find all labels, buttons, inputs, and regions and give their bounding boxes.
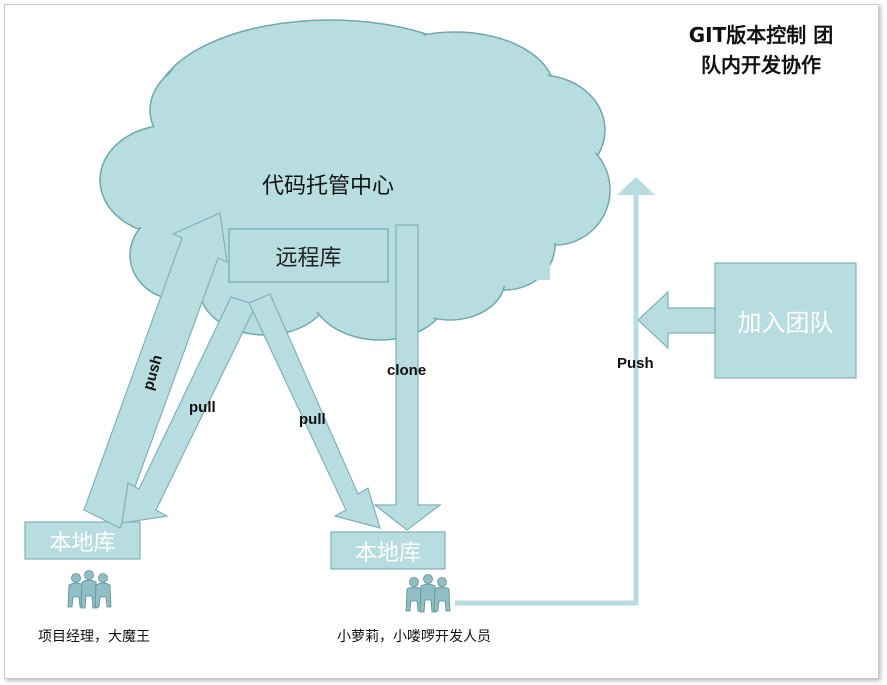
join-arrow — [637, 290, 716, 350]
pull-arrow-right — [248, 293, 381, 529]
developer-people-icon — [405, 574, 451, 613]
team-push-line — [455, 177, 655, 606]
pull-arrow-right-label: pull — [299, 411, 326, 428]
title-line-2: 队内开发协作 — [701, 53, 821, 77]
developer-label: 小萝莉，小喽啰开发人员 — [337, 629, 491, 645]
title-line-1: GIT版本控制 团 — [688, 23, 834, 47]
clone-arrow-label: clone — [387, 362, 427, 379]
join-team-label: 加入团队 — [737, 309, 834, 337]
local-repo-label-2: 本地库 — [354, 540, 421, 566]
pull-arrow-left — [121, 296, 257, 524]
diagram-title: GIT版本控制 团 队内开发协作 — [650, 20, 872, 80]
join-team-box — [714, 262, 857, 379]
local-repo-box-2 — [330, 531, 446, 570]
manager-people-icon — [67, 570, 112, 609]
code-hosting-cloud — [99, 19, 611, 341]
local-repo-label-1: 本地库 — [49, 530, 116, 556]
cloud-label: 代码托管中心 — [262, 174, 395, 199]
local-repo-box-1 — [24, 521, 141, 560]
pull-arrow-left-label: pull — [189, 399, 216, 416]
remote-repo-label: 远程库 — [275, 245, 342, 271]
manager-label: 项目经理，大魔王 — [38, 629, 150, 645]
remote-repo-box — [228, 228, 389, 283]
push-arrow — [83, 212, 228, 529]
clone-arrow — [373, 224, 442, 531]
team-push-label: Push — [617, 355, 654, 372]
